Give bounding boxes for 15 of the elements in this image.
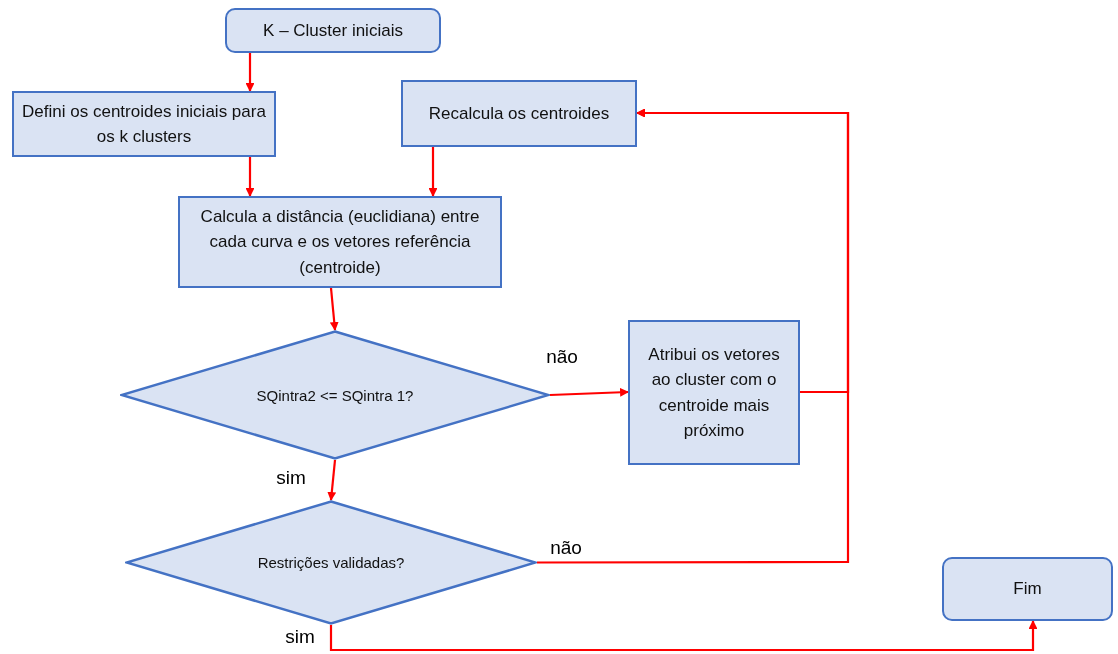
process-box: Recalcula os centroides — [401, 80, 637, 147]
process-box: Atribui os vetores ao cluster com o centroide mais próximo — [628, 320, 800, 465]
arrow — [329, 620, 1038, 652]
arrow — [245, 157, 255, 197]
arrow — [549, 387, 629, 397]
terminal-box: K – Cluster iniciais — [225, 8, 441, 53]
arrow — [245, 53, 255, 92]
terminal-box: Fim — [942, 557, 1113, 621]
arrow — [428, 147, 438, 197]
process-box: Calcula a distância (euclidiana) entre cada curva e os vetores referência (centroide) — [178, 196, 502, 288]
decision-diamond: Restrições validadas? — [125, 500, 537, 625]
arrow — [537, 108, 850, 564]
process-box: Defini os centroides iniciais para os k clusters — [12, 91, 276, 157]
arrow — [329, 287, 339, 331]
arrow — [327, 459, 337, 501]
